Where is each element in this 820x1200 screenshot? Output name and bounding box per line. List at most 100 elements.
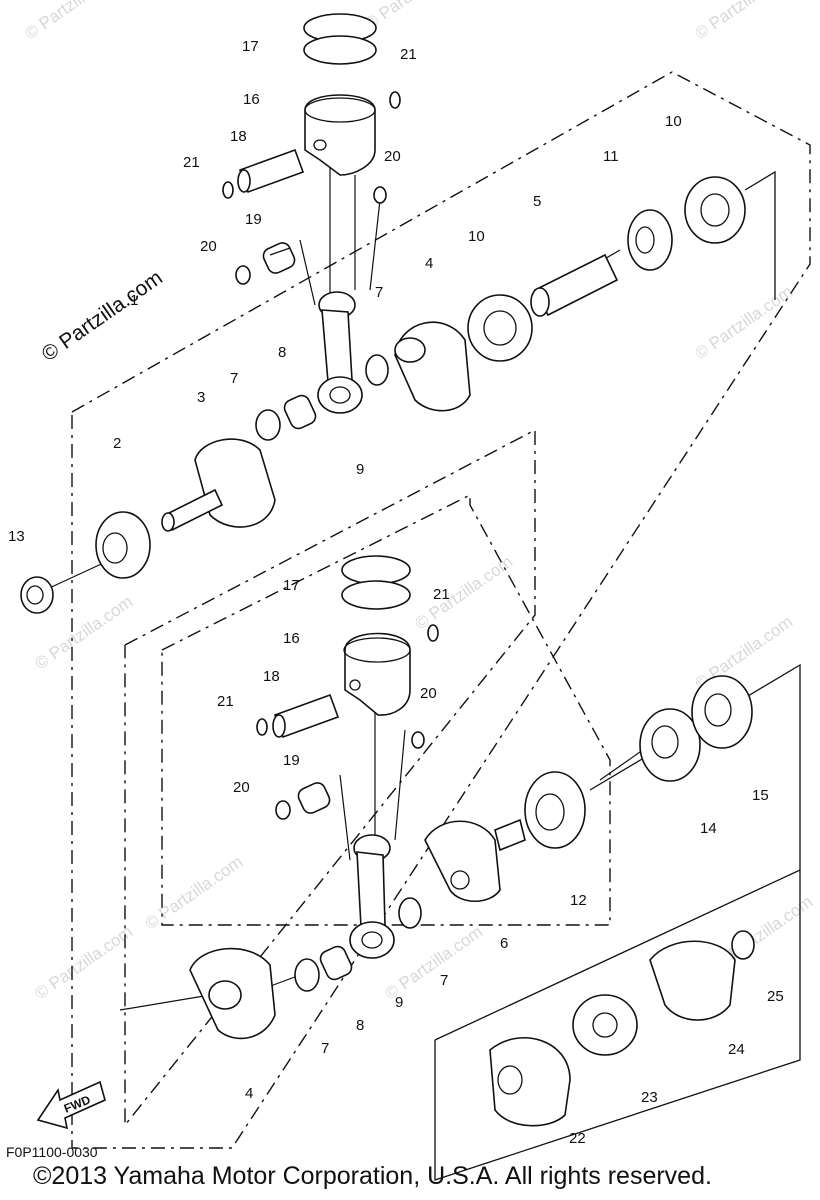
watermark: © Partzilla.com bbox=[141, 852, 246, 933]
washer-lower-right bbox=[411, 731, 425, 749]
clip-upper-left bbox=[222, 181, 234, 199]
clip-lower-right bbox=[427, 624, 439, 642]
piston-rings-upper bbox=[303, 13, 377, 65]
copyright-notice: ©2013 Yamaha Motor Corporation, U.S.A. A… bbox=[33, 1162, 712, 1190]
crank-web-6 bbox=[424, 818, 526, 902]
connecting-rod-lower bbox=[349, 834, 395, 959]
thrust-washer-7-left bbox=[255, 409, 281, 441]
main-bearing-outline bbox=[744, 170, 776, 300]
damper-23 bbox=[572, 994, 638, 1056]
bearing-15 bbox=[691, 675, 753, 749]
callout-5: 5 bbox=[533, 193, 541, 210]
thrust-washer-7-mid bbox=[398, 897, 422, 929]
callout-7: 7 bbox=[440, 972, 448, 989]
callout-24: 24 bbox=[728, 1041, 745, 1058]
washer-upper-right bbox=[373, 186, 387, 204]
watermark: © Partzilla.com bbox=[31, 922, 136, 1003]
upper-cylinder-outline bbox=[124, 428, 536, 1127]
coupling-hub-22 bbox=[489, 1036, 571, 1127]
callout-4: 4 bbox=[245, 1085, 253, 1102]
shaft-5 bbox=[530, 253, 619, 317]
callout-7: 7 bbox=[321, 1040, 329, 1057]
callout-17: 17 bbox=[242, 38, 259, 55]
callout-8: 8 bbox=[356, 1017, 364, 1034]
callout-4: 4 bbox=[425, 255, 433, 272]
clip-lower-left bbox=[256, 718, 268, 736]
callout-21: 21 bbox=[217, 693, 234, 710]
piston-pin-lower bbox=[272, 693, 340, 739]
callout-17: 17 bbox=[283, 577, 300, 594]
watermark: © Partzilla.com bbox=[21, 0, 126, 43]
callout-16: 16 bbox=[243, 91, 260, 108]
callout-19: 19 bbox=[283, 752, 300, 769]
piston-pin-upper bbox=[237, 148, 305, 194]
callout-2: 2 bbox=[113, 435, 121, 452]
ball-bearing-10-right bbox=[684, 176, 746, 244]
callout-25: 25 bbox=[767, 988, 784, 1005]
bearing-14 bbox=[639, 708, 701, 782]
connecting-rod-upper bbox=[317, 291, 363, 414]
callout-7: 7 bbox=[230, 370, 238, 387]
crank-web-upper-right bbox=[394, 321, 471, 412]
ball-bearing-10-mid bbox=[467, 294, 533, 362]
needle-bearing-upper bbox=[262, 242, 296, 274]
callout-8: 8 bbox=[278, 344, 286, 361]
callout-9: 9 bbox=[395, 994, 403, 1011]
coupling-outline bbox=[434, 868, 801, 1181]
watermark: © Partzilla.com bbox=[361, 0, 466, 33]
callout-15: 15 bbox=[752, 787, 769, 804]
thrust-washer-7-upper bbox=[365, 354, 389, 386]
callout-9: 9 bbox=[356, 461, 364, 478]
callout-20: 20 bbox=[420, 685, 437, 702]
watermark: © Partzilla.com bbox=[381, 922, 486, 1003]
watermark: © Partzilla.com bbox=[691, 282, 796, 363]
callout-12: 12 bbox=[570, 892, 587, 909]
callout-16: 16 bbox=[283, 630, 300, 647]
thrust-washer-7-lower bbox=[294, 958, 320, 992]
callout-11: 11 bbox=[603, 148, 619, 165]
callout-3: 3 bbox=[197, 389, 205, 406]
callout-14: 14 bbox=[700, 820, 717, 837]
callout-13: 13 bbox=[8, 528, 25, 545]
callout-20: 20 bbox=[200, 238, 217, 255]
callout-10: 10 bbox=[665, 113, 682, 130]
washer-lower-left bbox=[275, 800, 291, 820]
watermark: © Partzilla.com bbox=[411, 552, 516, 633]
callout-labels: 1 2 3 4 4 5 6 7 7 7 7 8 8 9 9 10 10 11 1… bbox=[8, 38, 784, 1147]
crank-web-lower-left bbox=[189, 947, 276, 1040]
callout-7: 7 bbox=[375, 284, 383, 301]
watermarks: © Partzilla.com © Partzilla.com © Partzi… bbox=[21, 0, 816, 1003]
piston-upper bbox=[304, 94, 376, 176]
callout-10: 10 bbox=[468, 228, 485, 245]
callout-6: 6 bbox=[500, 935, 508, 952]
crank-web-3 bbox=[161, 438, 276, 532]
callout-23: 23 bbox=[641, 1089, 658, 1106]
needle-bearing-lower bbox=[297, 782, 331, 814]
oil-seal-13 bbox=[20, 576, 54, 614]
watermark-main: © Partzilla.com bbox=[38, 266, 167, 366]
oring-25 bbox=[731, 930, 755, 960]
lower-cylinder-outline bbox=[161, 493, 611, 926]
piston-lower bbox=[343, 632, 411, 716]
ball-bearing-12 bbox=[524, 771, 586, 849]
ball-bearing-2 bbox=[95, 511, 151, 579]
callout-21: 21 bbox=[433, 586, 450, 603]
coupling-nut-11 bbox=[627, 209, 673, 271]
piston-rings-lower bbox=[341, 555, 411, 610]
callout-18: 18 bbox=[263, 668, 280, 685]
crankshaft-assembly-outline bbox=[71, 71, 811, 1149]
diagram-code: F0P1100-0030 bbox=[6, 1144, 98, 1160]
callout-1: 1 bbox=[130, 292, 138, 309]
watermark: © Partzilla.com bbox=[691, 0, 796, 43]
callout-21: 21 bbox=[183, 154, 200, 171]
callout-18: 18 bbox=[230, 128, 247, 145]
washer-upper-left bbox=[235, 265, 251, 285]
callout-21: 21 bbox=[400, 46, 417, 63]
callout-19: 19 bbox=[245, 211, 262, 228]
coupling-24 bbox=[649, 940, 736, 1021]
callout-20: 20 bbox=[384, 148, 401, 165]
callout-22: 22 bbox=[569, 1130, 586, 1147]
needle-bearing-8-upper bbox=[283, 394, 317, 430]
clip-upper-right bbox=[389, 91, 401, 109]
